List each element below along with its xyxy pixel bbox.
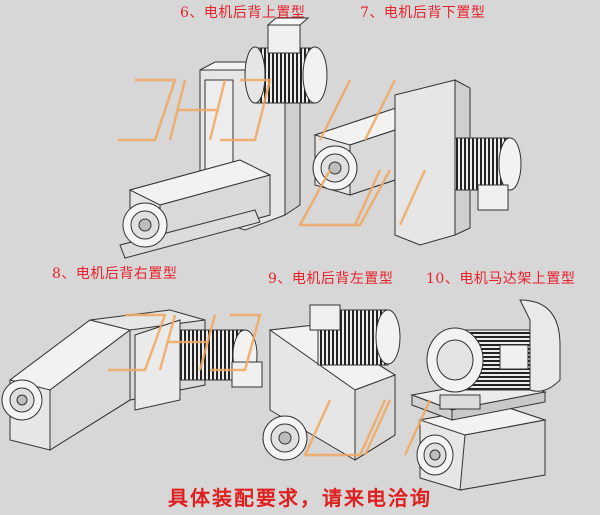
contact-footer: 具体装配要求，请来电洽询 [168,486,432,510]
label-type10: 10、电机马达架上置型 [426,271,576,287]
spindle-type9-drawing [262,304,401,461]
spindle-type10-drawing [410,299,561,491]
watermark-bottom [108,313,432,457]
label-type8: 8、电机后背右置型 [52,266,178,282]
spindle-type8-drawing [1,309,263,451]
spindle-type7-drawing [312,79,522,246]
label-type6: 6、电机后背上置型 [180,5,306,21]
label-type7: 7、电机后背下置型 [360,5,486,21]
label-type9: 9、电机后背左置型 [268,271,394,287]
spindle-type6-drawing [119,17,328,259]
watermark-top [118,78,427,227]
